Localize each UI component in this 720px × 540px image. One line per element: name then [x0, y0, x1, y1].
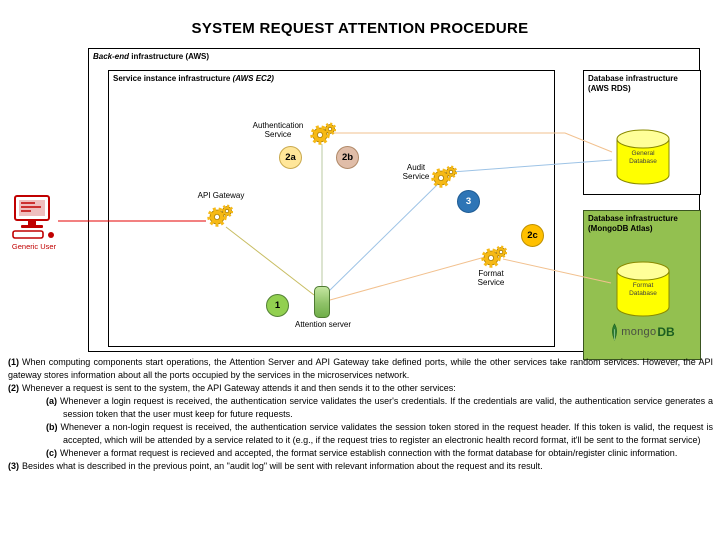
note-3-prefix: (3): [8, 461, 19, 472]
note-2a-text: Whenever a login request is received, th…: [60, 396, 713, 420]
format-service-label-line1: Format: [478, 269, 504, 278]
computer-icon: [12, 195, 54, 239]
step-badge-3: 3: [457, 190, 480, 213]
format-service-label: Format Service: [466, 269, 516, 287]
note-1-prefix: (1): [8, 357, 19, 367]
note-2c-text: Whenever a format request is recieved an…: [60, 448, 678, 459]
note-1-text: When computing components start operatio…: [8, 357, 713, 381]
step-badge-1: 1: [266, 294, 289, 317]
attention-server-icon: [314, 286, 330, 318]
mongodb-logo-text-mongo: mongo: [621, 326, 657, 338]
api-gateway-gear-icon: [207, 204, 233, 227]
general-database-cylinder: General Database: [615, 129, 671, 187]
step-badge-2a: 2a: [279, 146, 302, 169]
note-2b-prefix: (b): [46, 422, 58, 433]
auth-service-label: Authentication Service: [238, 121, 318, 139]
note-2b-text: Whenever a non-login request is received…: [60, 422, 714, 446]
mongodb-logo: mongo DB: [584, 323, 700, 341]
database-icon: [616, 129, 670, 185]
note-2-text: Whenever a request is sent to the system…: [22, 383, 456, 394]
database-icon: [616, 261, 670, 317]
ec2-label-rest: Service instance infrastructure: [113, 74, 233, 83]
mongodb-atlas-box: Database infrastructure (MongoDB Atlas) …: [583, 210, 701, 360]
note-1: (1)When computing components start opera…: [8, 356, 713, 382]
backend-infrastructure-label: Back-end infrastructure (AWS): [89, 49, 699, 65]
audit-service-label-line2: Service: [402, 172, 430, 182]
note-2-prefix: (2): [8, 383, 19, 394]
step-badge-2c: 2c: [521, 224, 544, 247]
backend-label-em: Back-end: [93, 52, 130, 61]
rds-database-box: Database infrastructure (AWS RDS) Genera…: [583, 70, 701, 195]
general-database-label: General Database: [629, 150, 657, 166]
auth-service-gear-icon: [310, 122, 336, 145]
format-database-cylinder: Format Database: [615, 261, 671, 319]
mongodb-leaf-icon: [612, 323, 618, 341]
service-instance-label: Service instance infrastructure (AWS EC2…: [109, 71, 554, 87]
format-database-label: Format Database: [629, 282, 657, 298]
note-2a: (a)Whenever a login request is received,…: [8, 395, 713, 421]
note-3-text: Besides what is described in the previou…: [22, 461, 543, 472]
api-gateway-label: API Gateway: [197, 191, 245, 200]
page-title: SYSTEM REQUEST ATTENTION PROCEDURE: [191, 20, 529, 37]
note-2c-prefix: (c): [46, 448, 57, 459]
note-2: (2)Whenever a request is sent to the sys…: [8, 382, 713, 395]
rds-database-label: Database infrastructure (AWS RDS): [588, 74, 678, 93]
service-instance-box: Service instance infrastructure (AWS EC2…: [108, 70, 555, 347]
audit-service-label-line1: Audit: [406, 163, 426, 172]
procedure-notes: (1)When computing components start opera…: [8, 356, 713, 473]
note-3: (3)Besides what is described in the prev…: [8, 460, 713, 473]
attention-server-label: Attention server: [294, 320, 352, 329]
mongodb-atlas-label: Database infrastructure (MongoDB Atlas): [588, 214, 678, 233]
format-service-label-line2: Service: [477, 278, 505, 288]
ec2-label-em: (AWS EC2): [232, 74, 274, 83]
step-badge-2b: 2b: [336, 146, 359, 169]
auth-service-label-line2: Service: [264, 130, 292, 140]
note-2b: (b)Whenever a non-login request is recei…: [8, 421, 713, 447]
audit-service-gear-icon: [431, 165, 457, 188]
mongodb-logo-text-db: DB: [657, 325, 675, 339]
note-2a-prefix: (a): [46, 396, 57, 407]
generic-user-label: Generic User: [11, 242, 57, 251]
backend-label-rest: infrastructure (AWS): [129, 52, 210, 61]
auth-service-label-line1: Authentication: [252, 121, 304, 130]
audit-service-label: Audit Service: [392, 163, 440, 181]
note-2c: (c)Whenever a format request is recieved…: [8, 447, 713, 460]
format-service-gear-icon: [481, 245, 507, 268]
